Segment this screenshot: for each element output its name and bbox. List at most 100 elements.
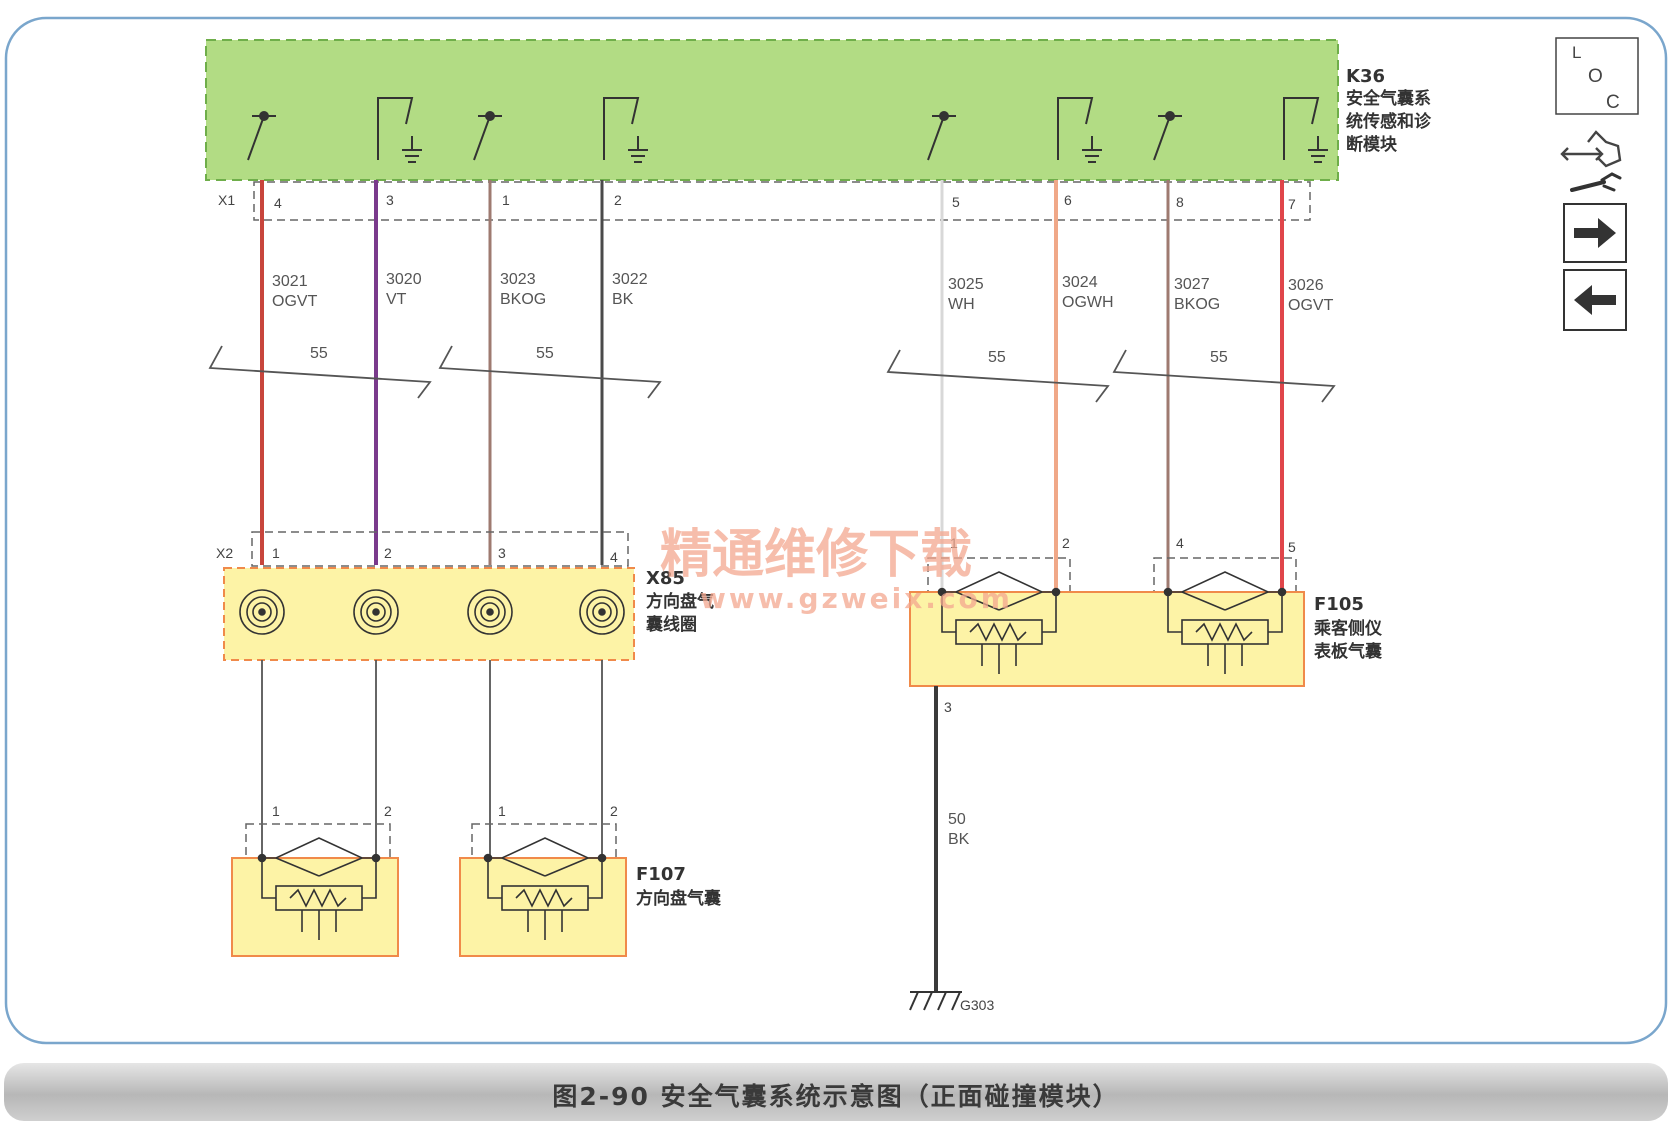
ground-wire-circuit: 50 [948,811,966,828]
f107-pin-numbers: 1 2 1 2 [272,803,618,819]
wire-labels: 3021 OGVT 3020 VT 3023 BKOG 3022 BK 3025… [272,271,1334,314]
ground-switch-icon [1057,97,1102,163]
svg-text:3: 3 [386,192,394,208]
twist-mark [438,345,662,399]
svg-text:4: 4 [610,549,618,565]
k36-internal-switches [247,97,1328,163]
svg-text:5: 5 [1288,539,1296,555]
svg-text:囊线圈: 囊线圈 [645,614,697,635]
twist-mark [208,345,432,399]
svg-text:方向盘气囊: 方向盘气囊 [636,888,721,909]
f105-airbag [909,591,1305,687]
connector-tool-icon [1560,130,1622,168]
svg-text:BK: BK [612,291,634,308]
svg-text:OGVT: OGVT [1288,297,1334,314]
f107-airbag-b [459,857,627,957]
side-panel: L O C [1555,37,1639,331]
coil-icon [353,589,399,635]
svg-text:断模块: 断模块 [1346,134,1398,155]
svg-text:1: 1 [498,803,506,819]
svg-text:1: 1 [950,535,958,551]
svg-text:安全气囊系: 安全气囊系 [1346,88,1431,109]
svg-text:5: 5 [952,194,960,210]
sensor-switch-icon [927,111,956,161]
sensor-switch-icon [473,111,502,161]
ground-switch-icon [1283,97,1328,163]
svg-text:3021: 3021 [272,273,308,290]
twist-labels: 55 55 55 55 [310,345,1228,366]
svg-text:BKOG: BKOG [1174,296,1220,313]
svg-text:6: 6 [1064,192,1072,208]
wrench-icon [1570,172,1622,192]
svg-text:OGWH: OGWH [1062,294,1114,311]
svg-text:OGVT: OGVT [272,293,318,310]
svg-text:方向盘气: 方向盘气 [646,591,714,612]
svg-text:VT: VT [386,291,407,308]
svg-text:3024: 3024 [1062,274,1098,291]
svg-text:55: 55 [310,345,328,362]
ground-name: G303 [960,997,994,1013]
x85-label: X85 方向盘气 囊线圈 [645,568,714,635]
ground-wire-color: BK [948,831,970,848]
svg-text:2: 2 [610,803,618,819]
svg-text:1: 1 [272,803,280,819]
svg-text:2: 2 [1062,535,1070,551]
coil-icon [239,589,285,635]
svg-text:L: L [1572,43,1581,62]
squib-icon [483,837,607,940]
svg-text:BKOG: BKOG [500,291,546,308]
svg-text:3025: 3025 [948,276,984,293]
svg-text:55: 55 [1210,349,1228,366]
svg-text:7: 7 [1288,196,1296,212]
svg-text:K36: K36 [1346,66,1385,87]
x2-label: X2 [216,545,233,561]
svg-text:8: 8 [1176,194,1184,210]
loc-box [1555,37,1639,115]
svg-text:1: 1 [502,192,510,208]
diagram-frame [4,16,1668,1045]
svg-text:3027: 3027 [1174,276,1210,293]
coil-icon [467,589,513,635]
x1-label: X1 [218,192,235,208]
svg-text:C: C [1606,92,1620,113]
squib-icon [937,571,1061,674]
watermark-url: www.gzweix.com [700,582,1013,615]
x2-connector [251,531,629,567]
svg-text:1: 1 [272,545,280,561]
x85-clockspring [223,567,635,661]
coil-icon [579,589,625,635]
svg-text:F105: F105 [1314,594,1364,615]
twist-mark [886,349,1110,403]
caption-bar: 图2-90 安全气囊系统示意图（正面碰撞模块） [4,1063,1668,1121]
svg-text:X85: X85 [646,568,685,589]
f107-airbag-a [231,857,399,957]
x1-connector [253,181,1311,221]
svg-text:2: 2 [384,545,392,561]
x2-pin-numbers: 1 2 3 4 [272,545,618,565]
squib-icon [257,837,381,940]
arrow-left-icon [1574,285,1616,315]
svg-text:55: 55 [536,345,554,362]
squib-icon [1163,571,1287,674]
squib-icons [257,837,607,940]
k36-module [205,39,1339,181]
svg-text:WH: WH [948,296,975,313]
x1-pin-numbers: 4 3 1 2 5 6 8 7 [274,192,1296,212]
svg-text:55: 55 [988,349,1006,366]
svg-text:3026: 3026 [1288,277,1324,294]
svg-text:2: 2 [384,803,392,819]
sensor-switch-icon [247,111,276,161]
ground-switch-icon [377,97,422,163]
svg-text:3: 3 [498,545,506,561]
twisted-pair-marks [208,345,1336,403]
squib-icons-f105 [937,571,1287,674]
coil-icons [239,589,625,635]
svg-text:4: 4 [274,195,282,211]
ground-pin-number: 3 [944,699,952,715]
twist-mark [1112,349,1336,403]
svg-text:3022: 3022 [612,271,648,288]
figure-caption: 图2-90 安全气囊系统示意图（正面碰撞模块） [552,1082,1120,1111]
ground-switch-icon [603,97,648,163]
svg-text:O: O [1588,66,1603,87]
f107-label: F107 方向盘气囊 [636,864,721,909]
